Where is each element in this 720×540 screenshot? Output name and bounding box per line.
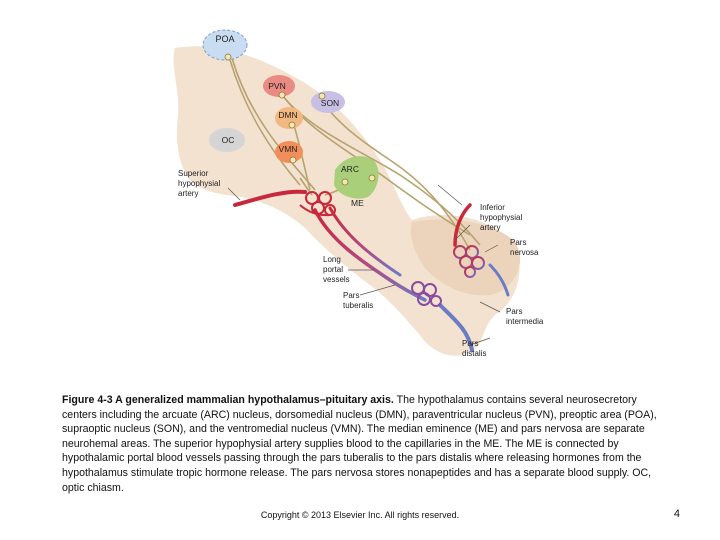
pars-intermedia-label: Pars intermedia (506, 307, 544, 326)
svg-text:Pars: Pars (510, 238, 526, 247)
vmn-nucleus (275, 141, 303, 163)
copyright-footer: Copyright © 2013 Elsevier Inc. All right… (260, 510, 460, 520)
long-portal-vessel-2 (328, 206, 402, 277)
hypothalamus-tissue (173, 46, 520, 356)
arc-neuron-icon-2 (368, 174, 376, 182)
long-portal-vessel-1 (313, 208, 427, 302)
oc-optic-chiasm (209, 128, 245, 152)
dmn-label: DMN (278, 110, 297, 120)
oc-label: OC (222, 135, 235, 145)
arc-nucleus (334, 156, 379, 199)
pars-nervosa-label: Pars nervosa (510, 238, 539, 257)
svg-text:Long: Long (323, 255, 341, 264)
inferior-hypophysial-artery (453, 203, 472, 247)
svg-text:hypophysial: hypophysial (178, 179, 220, 188)
pars-distalis-label: Pars distalis (462, 339, 486, 358)
long-portal-vessels-label: Long portal vessels (323, 255, 350, 284)
vmn-label: VMN (279, 144, 298, 154)
figure-caption: Figure 4-3 A generalized mammalian hypot… (62, 393, 662, 495)
leader-lines (227, 184, 501, 346)
hypothalamus-pituitary-diagram: POA PVN SON DMN VMN ARC OC (173, 29, 544, 358)
pvn-nucleus (263, 75, 295, 97)
pars-distalis-vein (438, 303, 474, 352)
svg-text:Pars: Pars (506, 307, 522, 316)
svg-text:hypophysial: hypophysial (480, 213, 522, 222)
svg-text:nervosa: nervosa (510, 248, 539, 257)
svg-text:Pars: Pars (343, 291, 359, 300)
svg-text:artery: artery (178, 189, 198, 198)
svg-text:portal: portal (323, 265, 343, 274)
pvn-label: PVN (268, 81, 285, 91)
son-neuron-icon (318, 92, 326, 100)
nervosa-vein (488, 263, 510, 297)
svg-text:vessels: vessels (323, 275, 350, 284)
pars-nervosa-tissue (410, 219, 521, 296)
superior-hypophysial-artery (233, 189, 307, 207)
dmn-nucleus (275, 107, 303, 129)
pvn-neuron-icon (278, 91, 286, 99)
svg-text:distalis: distalis (462, 349, 486, 358)
blood-vessels (233, 189, 510, 352)
arc-neuron-icon (341, 178, 349, 186)
inferior-artery-label: Inferior hypophysial artery (480, 203, 522, 232)
svg-text:Pars: Pars (462, 339, 478, 348)
poa-nucleus (202, 29, 248, 61)
caption-title: Figure 4-3 A generalized mammalian hypot… (62, 394, 394, 406)
vmn-neuron-icon (289, 156, 297, 164)
caption-body: The hypothalamus contains several neuros… (62, 394, 657, 494)
svg-text:Inferior: Inferior (480, 203, 505, 212)
dmn-neuron-icon (288, 121, 296, 129)
me-label: ME (351, 198, 364, 208)
poa-neuron-icon (224, 53, 232, 61)
svg-text:artery: artery (480, 223, 500, 232)
svg-text:tuberalis: tuberalis (343, 301, 373, 310)
svg-text:intermedia: intermedia (506, 317, 544, 326)
arc-label: ARC (341, 164, 359, 174)
superior-artery-label: Superior hypophysial artery (178, 169, 220, 198)
pars-distalis-capillaries (411, 281, 442, 307)
poa-label: POA (215, 34, 234, 44)
me-capillary-plexus (299, 191, 336, 217)
pars-tuberalis-label: Pars tuberalis (343, 291, 373, 310)
pars-nervosa-capillaries (453, 245, 485, 278)
son-label: SON (321, 98, 339, 108)
svg-text:Superior: Superior (178, 169, 209, 178)
slide-number: 4 (673, 508, 680, 520)
